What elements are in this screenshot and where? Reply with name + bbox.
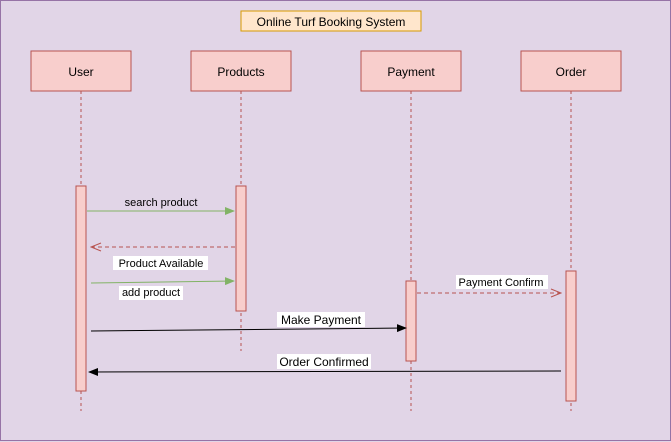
message-label-bg-order-confirmed (277, 354, 371, 369)
message-label-payment-confirm: Payment Confirm (459, 277, 544, 289)
diagram-title: Online Turf Booking System (240, 10, 422, 32)
participant-order[interactable]: Order (520, 50, 622, 92)
message-label-order-confirmed: Order Confirmed (279, 355, 368, 369)
participant-payment-label: Payment (387, 65, 435, 79)
participant-products-label: Products (217, 65, 264, 79)
message-label-bg-make-payment (277, 312, 365, 327)
message-label-bg-product-available (113, 256, 208, 270)
message-arrow-order-confirmed[interactable] (88, 367, 562, 376)
participant-products[interactable]: Products (190, 50, 292, 92)
message-label-add-product: add product (122, 287, 180, 299)
activation-payment[interactable] (405, 280, 417, 362)
message-label-bg-payment-confirm (456, 275, 548, 289)
message-label-search-product: search product (125, 197, 198, 209)
message-arrow-add-product[interactable] (90, 277, 235, 286)
participant-user-label: User (68, 65, 93, 79)
activation-order[interactable] (565, 270, 577, 402)
message-label-product-available: Product Available (119, 258, 204, 270)
participant-payment[interactable]: Payment (360, 50, 462, 92)
message-label-make-payment: Make Payment (281, 313, 362, 327)
participant-order-label: Order (556, 65, 587, 79)
diagram-title-text: Online Turf Booking System (257, 15, 406, 29)
activation-products[interactable] (235, 185, 247, 312)
message-arrow-make-payment[interactable] (90, 324, 407, 333)
participant-user[interactable]: User (30, 50, 132, 92)
activation-user[interactable] (75, 185, 87, 392)
message-label-bg-add-product (119, 286, 183, 300)
